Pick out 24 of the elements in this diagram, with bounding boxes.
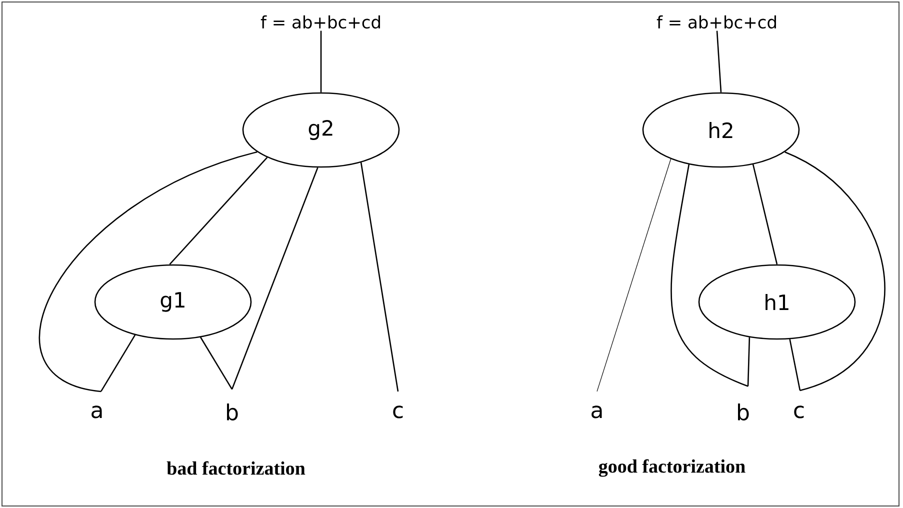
connector-line: [320, 30, 322, 92]
connector-line: [169, 157, 268, 265]
connector-line: [789, 339, 801, 391]
connector-line: [596, 158, 672, 392]
formula-text: f = ab+bc+cd: [260, 15, 380, 29]
variable-label: a: [592, 406, 602, 418]
connector-line: [670, 164, 748, 387]
connector-line: [100, 334, 136, 392]
connector-line: [360, 162, 399, 392]
connector-line: [39, 151, 258, 392]
connector-line: [716, 30, 722, 92]
connector-line: [784, 151, 885, 392]
variable-label: c: [794, 406, 804, 418]
variable-label: a: [92, 406, 102, 418]
formula-text: f = ab+bc+cd: [656, 15, 776, 29]
connector-line: [752, 164, 778, 264]
variable-label: b: [738, 403, 749, 420]
caption-text: bad factorization: [166, 461, 306, 475]
connector-line: [200, 336, 233, 390]
caption-text: good factorization: [598, 459, 746, 477]
connector-line: [747, 337, 750, 386]
variable-label: c: [393, 406, 403, 418]
variable-label: b: [227, 403, 238, 420]
connector-line: [231, 167, 318, 390]
